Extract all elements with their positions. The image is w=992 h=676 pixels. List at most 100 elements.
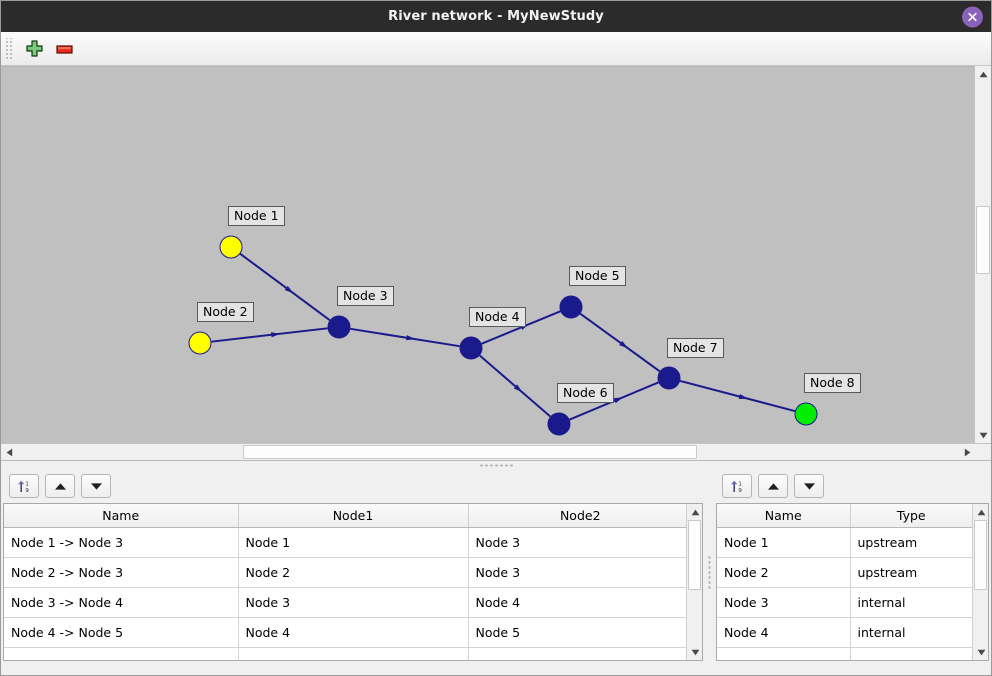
nodes-cell[interactable]: upstream	[850, 527, 972, 558]
graph-node[interactable]	[657, 366, 681, 390]
graph-node[interactable]	[559, 295, 583, 319]
canvas-hscroll-thumb[interactable]	[243, 445, 698, 459]
graph-node-label[interactable]: Node 4	[469, 307, 526, 327]
table-row[interactable]	[4, 647, 686, 660]
move-reach-down-button[interactable]	[81, 474, 111, 498]
graph-edge[interactable]	[569, 381, 659, 421]
graph-node-label[interactable]: Node 6	[557, 383, 614, 403]
nodes-table-scrollbar[interactable]	[972, 504, 988, 660]
reaches-cell[interactable]: Node 2	[238, 557, 469, 588]
graph-node-label[interactable]: Node 5	[569, 266, 626, 286]
arrow-up-icon	[979, 71, 987, 77]
nodes-column-header[interactable]: Name	[717, 504, 851, 528]
graph-edge[interactable]	[579, 312, 661, 373]
splitter-handle-dots	[479, 463, 513, 467]
graph-edge[interactable]	[211, 327, 328, 343]
vertical-splitter[interactable]	[705, 469, 714, 675]
toolbar-grip[interactable]	[5, 37, 14, 60]
reaches-scroll-track[interactable]	[687, 520, 702, 644]
scroll-up-button[interactable]	[975, 66, 991, 82]
nodes-cell[interactable]: Node 4	[717, 617, 851, 648]
horizontal-splitter[interactable]	[1, 460, 991, 469]
nodes-cell[interactable]: internal	[850, 617, 972, 648]
nodes-cell[interactable]: Node 1	[717, 527, 851, 558]
graph-node-label[interactable]: Node 2	[197, 302, 254, 322]
canvas-vertical-scrollbar[interactable]	[974, 66, 991, 443]
reaches-column-header[interactable]: Name	[4, 504, 239, 528]
graph-node[interactable]	[219, 235, 243, 259]
sort-reaches-button[interactable]: 1 9	[9, 474, 39, 498]
scroll-left-button[interactable]	[1, 444, 17, 460]
nodes-cell[interactable]	[717, 647, 851, 660]
reaches-cell[interactable]: Node 3	[468, 557, 686, 588]
reaches-cell[interactable]: Node 3 -> Node 4	[4, 587, 239, 618]
add-node-button[interactable]	[19, 35, 49, 63]
reaches-cell[interactable]: Node 4	[238, 617, 469, 648]
nodes-scroll-thumb[interactable]	[974, 520, 987, 591]
reaches-cell[interactable]: Node 4	[468, 587, 686, 618]
reaches-cell[interactable]: Node 1	[238, 527, 469, 558]
reaches-scroll-up-button[interactable]	[687, 504, 702, 520]
reaches-cell[interactable]	[468, 647, 686, 660]
reaches-scroll-down-button[interactable]	[687, 644, 702, 660]
reaches-column-header[interactable]: Node1	[238, 504, 469, 528]
reaches-cell[interactable]: Node 2 -> Node 3	[4, 557, 239, 588]
canvas-horizontal-scrollbar[interactable]	[1, 443, 991, 460]
nodes-scroll-up-button[interactable]	[973, 504, 988, 520]
graph-node[interactable]	[794, 402, 818, 426]
nodes-column-header[interactable]: Type	[850, 504, 972, 528]
graph-node[interactable]	[459, 336, 483, 360]
nodes-scroll-track[interactable]	[973, 520, 988, 644]
canvas-hscroll-track[interactable]	[17, 444, 959, 460]
reaches-cell[interactable]: Node 3	[238, 587, 469, 618]
reaches-scroll-thumb[interactable]	[688, 520, 701, 591]
graph-node-label[interactable]: Node 3	[337, 286, 394, 306]
nodes-cell[interactable]	[850, 647, 972, 660]
nodes-cell[interactable]: internal	[850, 587, 972, 618]
table-row[interactable]	[717, 647, 972, 660]
river-network-graph[interactable]: Node 1 Node 2 Node 3 Node 4 Node 5 Node 6 Node…	[1, 66, 974, 443]
graph-edge[interactable]	[481, 310, 561, 345]
move-node-up-button[interactable]	[758, 474, 788, 498]
reaches-cell[interactable]	[238, 647, 469, 660]
reaches-table-scrollbar[interactable]	[686, 504, 702, 660]
canvas-vscroll-track[interactable]	[975, 82, 991, 427]
scroll-right-button[interactable]	[959, 444, 975, 460]
arrow-up-icon	[691, 509, 699, 515]
scroll-down-button[interactable]	[975, 427, 991, 443]
graph-edge[interactable]	[239, 253, 331, 321]
reaches-cell[interactable]: Node 1 -> Node 3	[4, 527, 239, 558]
graph-node-label[interactable]: Node 8	[804, 373, 861, 393]
move-reach-up-button[interactable]	[45, 474, 75, 498]
graph-edge[interactable]	[479, 354, 551, 418]
close-icon[interactable]	[962, 6, 983, 27]
reaches-cell[interactable]: Node 5	[468, 617, 686, 648]
reaches-cell[interactable]	[4, 647, 239, 660]
reaches-cell[interactable]: Node 3	[468, 527, 686, 558]
nodes-cell[interactable]: Node 3	[717, 587, 851, 618]
graph-edge[interactable]	[350, 327, 460, 348]
delete-node-button[interactable]	[49, 35, 79, 63]
graph-edge[interactable]	[679, 379, 796, 413]
canvas-vscroll-thumb[interactable]	[976, 206, 990, 274]
reaches-cell[interactable]: Node 4 -> Node 5	[4, 617, 239, 648]
graph-node[interactable]	[327, 315, 351, 339]
sort-nodes-button[interactable]: 1 9	[722, 474, 752, 498]
graph-node[interactable]	[547, 412, 571, 436]
nodes-cell[interactable]: upstream	[850, 557, 972, 588]
graph-node-label[interactable]: Node 7	[667, 338, 724, 358]
graph-node-label[interactable]: Node 1	[228, 206, 285, 226]
move-node-down-button[interactable]	[794, 474, 824, 498]
graph-node[interactable]	[188, 331, 212, 355]
nodes-cell[interactable]: Node 2	[717, 557, 851, 588]
reaches-column-header[interactable]: Node2	[468, 504, 686, 528]
nodes-scroll-down-button[interactable]	[973, 644, 988, 660]
